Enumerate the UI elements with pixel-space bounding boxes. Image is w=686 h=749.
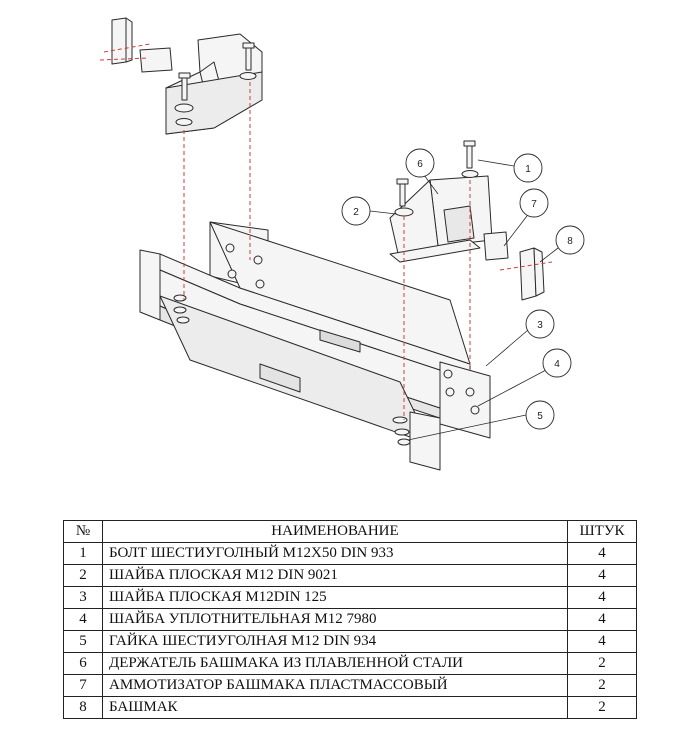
row-number: 2 (63, 564, 103, 587)
row-name: БОЛТ ШЕСТИУГОЛНЫЙ М12Х50 DIN 933 (102, 542, 568, 565)
right-holder (389, 140, 545, 301)
table-row: 6 ДЕРЖАТЕЛЬ БАШМАКА ИЗ ПЛАВЛЕННОЙ СТАЛИ … (63, 652, 637, 675)
callout-7: 7 (519, 188, 549, 218)
row-number: 7 (63, 674, 103, 697)
callout-7-label: 7 (531, 199, 537, 210)
table-row: 4 ШАЙБА УПЛОТНИТЕЛЬНАЯ М12 7980 4 (63, 608, 637, 631)
row-name: БАШМАК (102, 696, 568, 719)
column-header-number: № (63, 520, 103, 543)
row-quantity: 2 (567, 674, 637, 697)
row-number: 1 (63, 542, 103, 565)
guide-rail-frame (139, 221, 491, 471)
upper-left-holder (111, 17, 263, 135)
row-number: 4 (63, 608, 103, 631)
callout-3: 3 (525, 309, 555, 339)
table-header-row: № НАИМЕНОВАНИЕ ШТУК (63, 520, 637, 543)
row-quantity: 4 (567, 564, 637, 587)
row-name: ШАЙБА ПЛОСКАЯ М12 DIN 9021 (102, 564, 568, 587)
row-number: 5 (63, 630, 103, 653)
row-name: ДЕРЖАТЕЛЬ БАШМАКА ИЗ ПЛАВЛЕННОЙ СТАЛИ (102, 652, 568, 675)
row-number: 3 (63, 586, 103, 609)
parts-list-table: № НАИМЕНОВАНИЕ ШТУК 1 БОЛТ ШЕСТИУГОЛНЫЙ … (63, 520, 637, 719)
callouts: 1 2 6 7 8 3 4 5 (341, 148, 585, 430)
callout-3-label: 3 (537, 320, 543, 331)
row-name: ГАЙКА ШЕСТИУГОЛНАЯ М12 DIN 934 (102, 630, 568, 653)
row-name: ШАЙБА ПЛОСКАЯ М12DIN 125 (102, 586, 568, 609)
callout-2-label: 2 (353, 207, 359, 218)
row-number: 8 (63, 696, 103, 719)
column-header-name: НАИМЕНОВАНИЕ (102, 520, 568, 543)
row-quantity: 4 (567, 608, 637, 631)
callout-4: 4 (542, 348, 572, 378)
column-header-quantity: ШТУК (567, 520, 637, 543)
table-row: 7 АММОТИЗАТОР БАШМАКА ПЛАСТМАССОВЫЙ 2 (63, 674, 637, 697)
callout-6: 6 (405, 148, 435, 178)
table-row: 3 ШАЙБА ПЛОСКАЯ М12DIN 125 4 (63, 586, 637, 609)
row-quantity: 4 (567, 630, 637, 653)
leader-lines (369, 159, 559, 441)
callout-2: 2 (341, 196, 371, 226)
row-name: ШАЙБА УПЛОТНИТЕЛЬНАЯ М12 7980 (102, 608, 568, 631)
table-row: 5 ГАЙКА ШЕСТИУГОЛНАЯ М12 DIN 934 4 (63, 630, 637, 653)
callout-8: 8 (555, 225, 585, 255)
row-quantity: 4 (567, 586, 637, 609)
table-row: 8 БАШМАК 2 (63, 696, 637, 719)
callout-6-label: 6 (417, 159, 423, 170)
row-name: АММОТИЗАТОР БАШМАКА ПЛАСТМАССОВЫЙ (102, 674, 568, 697)
row-quantity: 4 (567, 542, 637, 565)
callout-4-label: 4 (554, 359, 560, 370)
row-quantity: 2 (567, 652, 637, 675)
assembly-drawing: 1 2 6 7 8 3 4 5 (99, 17, 585, 471)
table-row: 2 ШАЙБА ПЛОСКАЯ М12 DIN 9021 4 (63, 564, 637, 587)
callout-5-label: 5 (537, 411, 543, 422)
row-number: 6 (63, 652, 103, 675)
callout-1-label: 1 (525, 164, 531, 175)
callout-8-label: 8 (567, 236, 573, 247)
row-quantity: 2 (567, 696, 637, 719)
table-row: 1 БОЛТ ШЕСТИУГОЛНЫЙ М12Х50 DIN 933 4 (63, 542, 637, 565)
hidden-lines (99, 43, 553, 420)
callout-1: 1 (513, 153, 543, 183)
callout-5: 5 (525, 400, 555, 430)
